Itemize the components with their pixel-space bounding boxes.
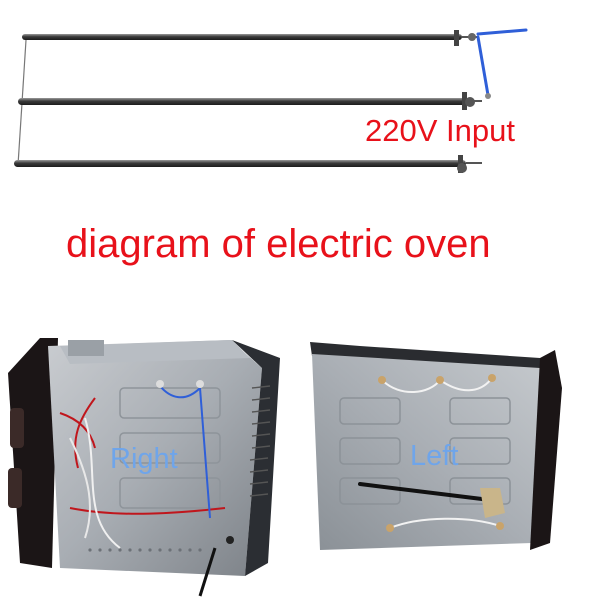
connector-wire-left xyxy=(17,39,27,166)
diagram-caption: diagram of electric oven xyxy=(66,222,491,266)
oven-right-side-photo xyxy=(8,338,280,597)
heating-tube-middle xyxy=(18,92,482,110)
left-side-label: Left xyxy=(410,440,459,472)
heating-tube-bottom xyxy=(14,155,482,173)
oven-left-side-photo xyxy=(310,342,562,550)
heating-element-diagram xyxy=(14,28,528,173)
input-voltage-label: 220V Input xyxy=(365,113,515,148)
heating-tube-top xyxy=(22,30,478,46)
input-wire xyxy=(476,28,528,99)
right-side-label: Right xyxy=(110,443,178,475)
